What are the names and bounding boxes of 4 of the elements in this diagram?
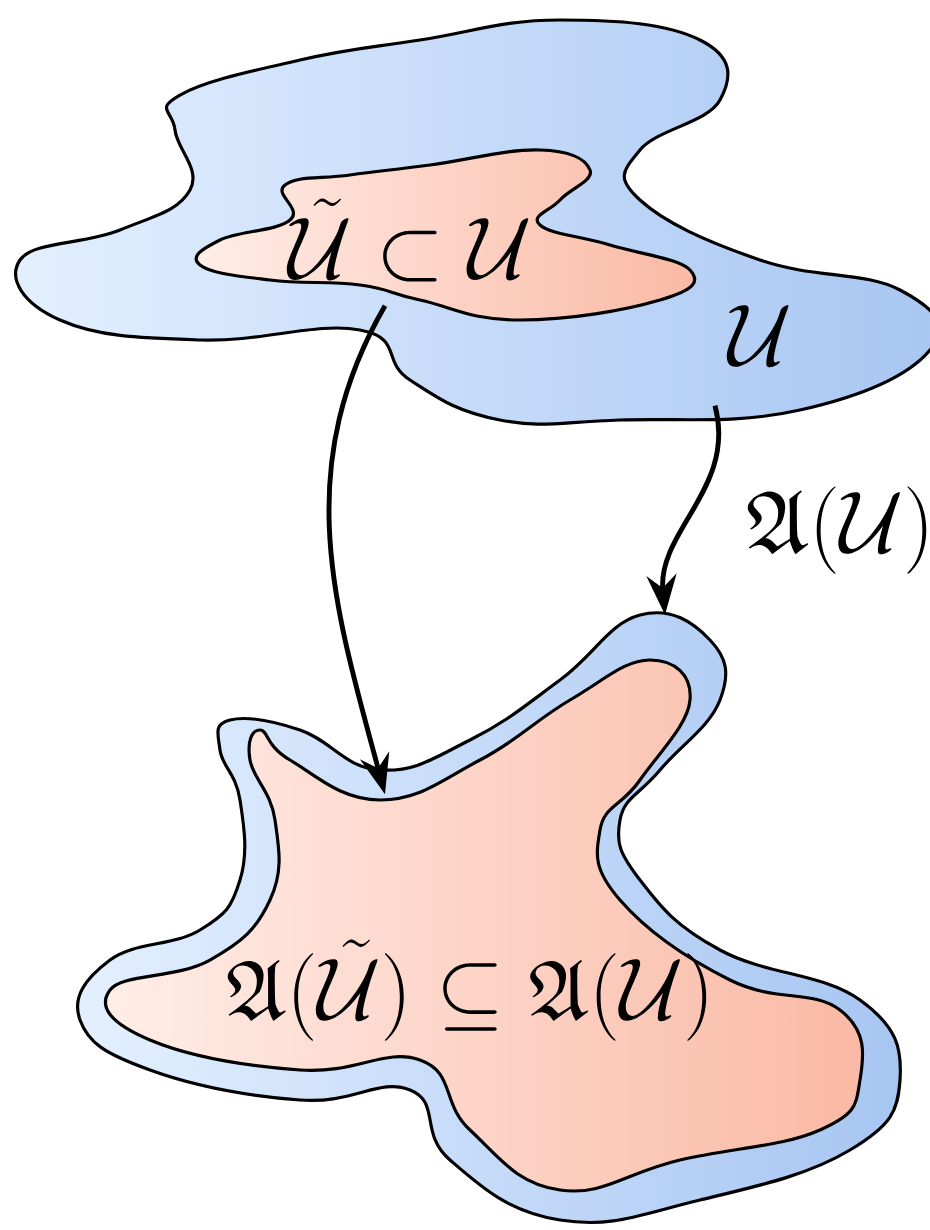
formula-label: $\mathfrak{A}(\mathcal{U})$ xyxy=(747,486,927,574)
formula-label: $\mathfrak{A}(\tilde{\mathcal{U}}) \subseteq \mathfrak{A}(\mathcal{U})$ xyxy=(227,939,707,1041)
formula-label: $\mathcal{U}$ xyxy=(726,305,789,368)
formula-label: $\tilde{\mathcal{U}} \subset \mathcal{U}$ xyxy=(286,198,529,282)
